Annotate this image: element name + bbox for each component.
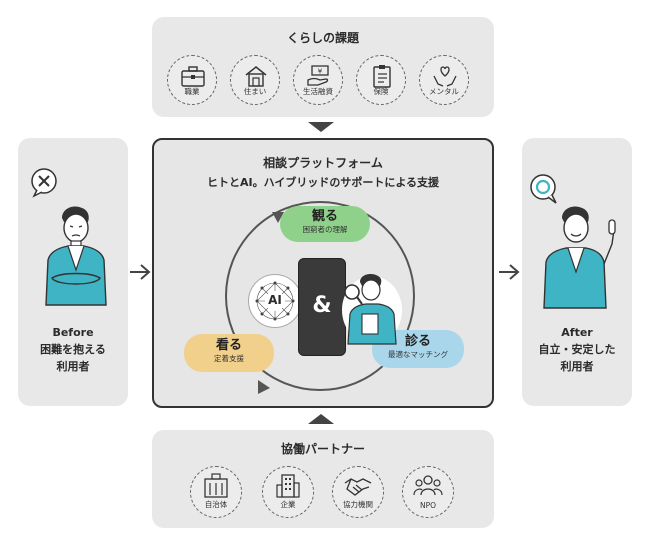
partners-panel: 協働パートナー 自治体 企業 協力機関	[152, 430, 494, 528]
step-title: 看る	[215, 338, 242, 353]
confident-person-icon	[543, 206, 616, 309]
consultation-platform: 相談プラットフォーム ヒトとAI。ハイブリッドのサポートによる支援 観る 困窮者…	[152, 138, 494, 408]
partners-title: 協働パートナー	[280, 442, 365, 456]
heart-hands-icon	[433, 66, 457, 87]
issue-label: 保険	[373, 87, 389, 96]
group-icon	[413, 475, 443, 496]
living-issues-title: くらしの課題	[286, 31, 359, 45]
partner-label: 協力機関	[343, 500, 373, 509]
step-title: 診る	[404, 334, 431, 349]
network-icon	[255, 281, 295, 321]
issue-label: 住まい	[243, 87, 267, 96]
issue-insurance: 保険	[356, 55, 406, 105]
partner-municipality: 自治体	[190, 466, 242, 518]
partner-npo: NPO	[402, 466, 454, 518]
step-subtitle: 最適なマッチング	[388, 350, 448, 359]
cycle-arrowhead	[272, 212, 284, 223]
issue-loan: ¥ 生活融資	[293, 55, 343, 105]
svg-text:¥: ¥	[318, 68, 323, 76]
arrow-right-before	[130, 264, 151, 280]
and-symbol: &	[312, 293, 332, 318]
building-icon	[276, 474, 300, 498]
handshake-icon	[344, 478, 372, 496]
issue-housing: 住まい	[230, 55, 280, 105]
house-icon	[245, 66, 267, 87]
after-label-1: After	[561, 326, 593, 339]
step-title: 観る	[311, 209, 338, 224]
partner-cooperating-org: 協力機関	[332, 466, 384, 518]
step-observe: 観る 困窮者の理解	[280, 206, 370, 242]
issue-label: 職業	[184, 87, 200, 96]
before-bubble-icon	[31, 168, 57, 198]
after-label-2: 自立・安定した	[538, 343, 616, 356]
living-issues-panel: くらしの課題 職業 住まい ¥ 生活融資	[152, 17, 494, 117]
advisor-with-magnifier-icon	[342, 274, 402, 345]
city-hall-icon	[204, 473, 228, 498]
cycle-arrowhead	[258, 380, 270, 394]
troubled-person-icon	[45, 206, 107, 306]
before-label-1: Before	[52, 326, 94, 339]
after-label-3: 利用者	[560, 360, 594, 373]
before-label-3: 利用者	[56, 360, 90, 373]
before-panel: Before 困難を抱える 利用者	[18, 138, 128, 406]
partner-label: NPO	[419, 501, 437, 510]
smartphone-icon: &	[298, 258, 346, 356]
arrow-up-to-platform	[308, 414, 334, 424]
issue-label: 生活融資	[303, 87, 333, 96]
partner-label: 企業	[280, 500, 296, 509]
step-subtitle: 困窮者の理解	[302, 225, 348, 234]
clipboard-icon	[373, 65, 391, 88]
issue-employment: 職業	[167, 55, 217, 105]
issue-label: メンタル	[429, 87, 459, 96]
money-hand-icon: ¥	[307, 65, 329, 86]
ai-label: AI	[268, 293, 282, 307]
arrow-down-to-platform	[308, 122, 334, 132]
arrow-right-after	[499, 264, 520, 280]
step-subtitle: 定着支援	[214, 354, 244, 363]
after-bubble-icon	[530, 174, 557, 204]
before-label-2: 困難を抱える	[40, 343, 106, 356]
platform-title: 相談プラットフォーム	[263, 156, 383, 170]
partner-company: 企業	[262, 466, 314, 518]
partner-label: 自治体	[204, 500, 228, 509]
briefcase-icon	[181, 66, 205, 87]
issue-mental: メンタル	[419, 55, 469, 105]
ai-network-badge: AI	[248, 274, 302, 328]
step-care: 看る 定着支援	[184, 334, 274, 372]
after-panel: After 自立・安定した 利用者	[522, 138, 632, 406]
platform-subtitle: ヒトとAI。ハイブリッドのサポートによる支援	[206, 176, 440, 189]
